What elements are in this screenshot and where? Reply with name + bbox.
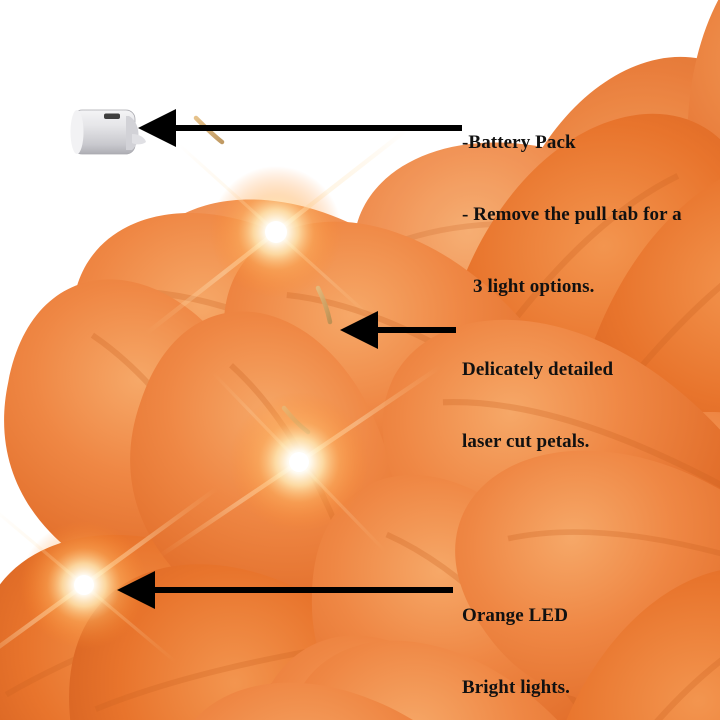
battery-pack-switch-slot (104, 113, 120, 119)
callout-line: laser cut petals. (462, 431, 590, 452)
callout-label-laser-cut-petals: Delicately detailed laser cut petals. (462, 310, 613, 502)
callout-line: -Battery Pack (462, 132, 576, 153)
callout-label-battery-pack: -Battery Pack - Remove the pull tab for … (462, 83, 682, 347)
callout-line: - Remove the pull tab for a (462, 204, 682, 225)
callout-label-orange-led: Orange LED Bright lights. (462, 556, 570, 720)
led-glow (156, 365, 442, 559)
battery-pack (70, 109, 146, 155)
callout-line: Orange LED (462, 605, 569, 626)
callout-line: Delicately detailed (462, 359, 614, 380)
led-glow-group (0, 128, 442, 684)
callout-line: 3 light options. (473, 276, 595, 297)
led-glow (0, 486, 219, 684)
callout-line: Bright lights. (462, 677, 571, 698)
led-glow (144, 128, 408, 336)
